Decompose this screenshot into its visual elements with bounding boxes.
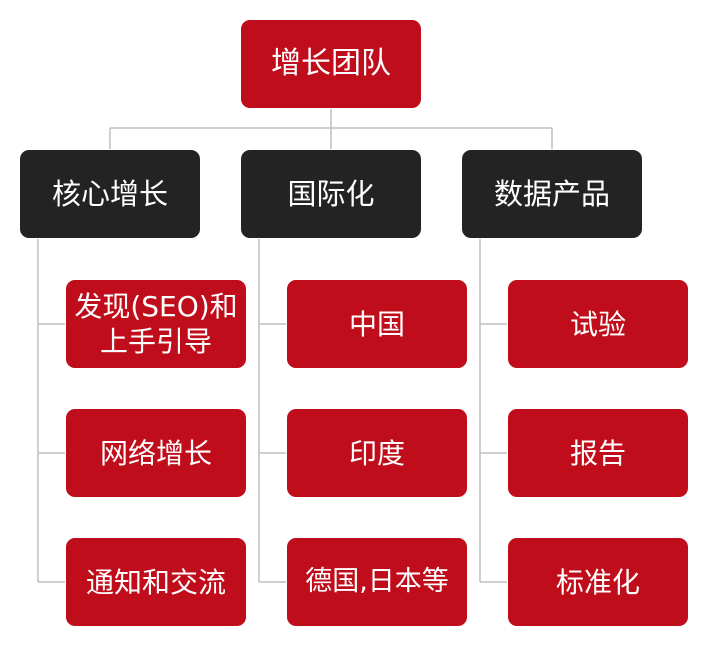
leaf-node-label: 通知和交流 [85, 565, 226, 599]
leaf-node: 网络增长 [65, 408, 247, 498]
leaf-node-label: 中国 [348, 307, 405, 341]
branch-node-internationalization: 国际化 [240, 149, 422, 239]
leaf-node: 通知和交流 [65, 537, 247, 627]
root-node-label: 增长团队 [271, 46, 391, 82]
leaf-node: 发现(SEO)和上手引导 [65, 279, 247, 369]
leaf-node: 印度 [286, 408, 468, 498]
leaf-node: 中国 [286, 279, 468, 369]
branch-node-label: 数据产品 [493, 176, 610, 211]
branch-node-label: 国际化 [287, 176, 375, 211]
leaf-node-label: 标准化 [555, 565, 640, 599]
leaf-node-label: 印度 [348, 436, 405, 470]
branch-node-data-products: 数据产品 [461, 149, 643, 239]
leaf-node: 试验 [507, 279, 689, 369]
leaf-node-label: 试验 [569, 307, 626, 341]
leaf-node-label: 网络增长 [99, 436, 212, 470]
leaf-node: 标准化 [507, 537, 689, 627]
leaf-node: 德国,日本等 [286, 537, 468, 627]
root-node: 增长团队 [240, 19, 422, 109]
branch-node-core-growth: 核心增长 [19, 149, 201, 239]
leaf-node-label: 发现(SEO)和上手引导 [74, 290, 238, 358]
branch-node-label: 核心增长 [51, 176, 168, 211]
leaf-node-label: 报告 [569, 436, 626, 470]
leaf-node-label: 德国,日本等 [305, 566, 449, 598]
leaf-node: 报告 [507, 408, 689, 498]
